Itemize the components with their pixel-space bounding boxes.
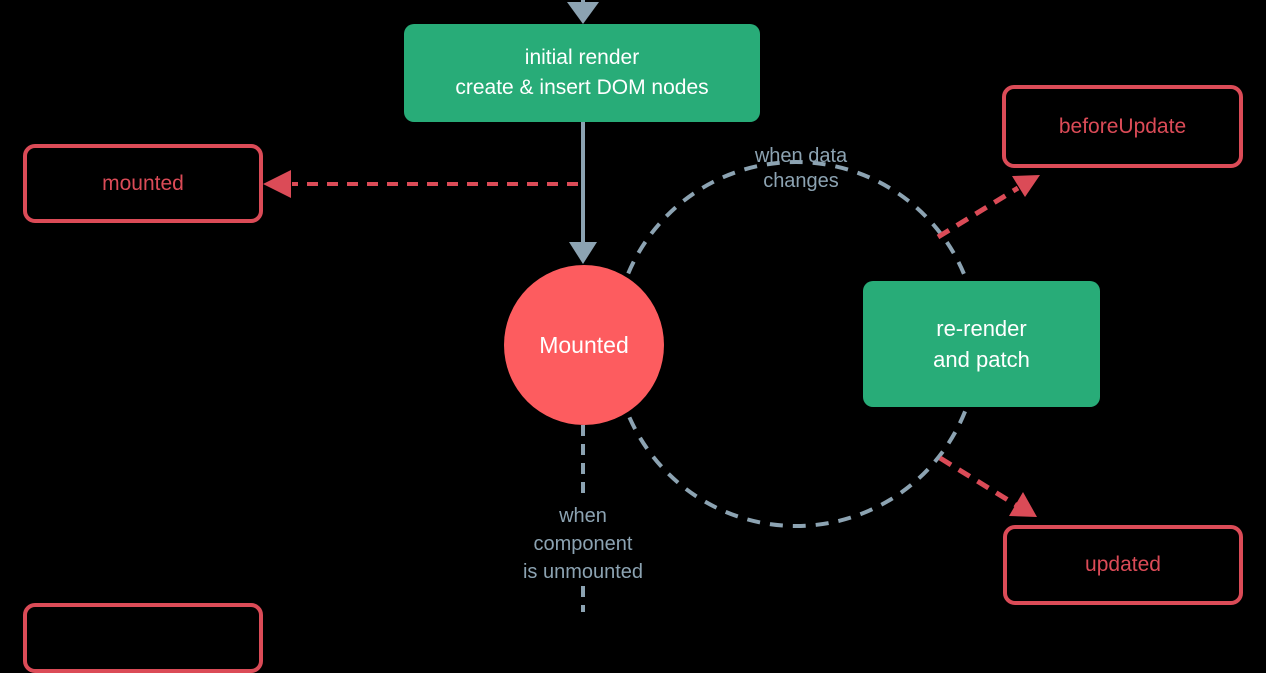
initial-render-line2: create & insert DOM nodes (455, 76, 709, 99)
lifecycle-diagram: { "colors": { "background": "#000000", "… (23, 0, 1243, 673)
mounted-hook-arrowhead-icon (263, 170, 291, 198)
updated-arrowhead-icon (1009, 492, 1037, 517)
mounted-state-node: Mounted (504, 265, 664, 425)
re-render-node: re-render and patch (863, 281, 1100, 407)
when-unmounted-line1: when (559, 505, 607, 527)
before-update-label: beforeUpdate (1058, 114, 1187, 138)
before-update-dashed-line (936, 185, 1020, 240)
when-data-changes-line1: when data (754, 145, 848, 167)
re-render-line1: re-render (936, 316, 1027, 341)
mounted-hook-node: mounted (23, 144, 263, 223)
mounted-state-label: Mounted (539, 331, 629, 358)
unmount-hook-node-partial (23, 603, 263, 673)
mounted-hook-label: mounted (102, 171, 184, 195)
when-unmounted-line3: is unmounted (522, 561, 644, 583)
before-update-arrowhead-icon (1012, 175, 1040, 197)
updated-label: updated (1085, 553, 1161, 576)
render-to-mounted-arrowhead-icon (569, 242, 597, 264)
re-render-line2: and patch (933, 347, 1030, 372)
when-data-changes-annotation: when data changes (701, 144, 901, 194)
when-unmounted-line2: component (533, 533, 633, 555)
when-data-changes-line2: changes (763, 170, 839, 192)
initial-render-node: initial render create & insert DOM nodes (404, 24, 760, 122)
before-update-hook-node: beforeUpdate (1002, 85, 1243, 168)
updated-hook-node: updated (1003, 525, 1243, 605)
when-unmounted-annotation: when component is unmounted (483, 502, 683, 586)
initial-render-line1: initial render (524, 46, 640, 69)
entry-arrowhead-icon (567, 2, 599, 24)
updated-dashed-line (938, 455, 1018, 508)
